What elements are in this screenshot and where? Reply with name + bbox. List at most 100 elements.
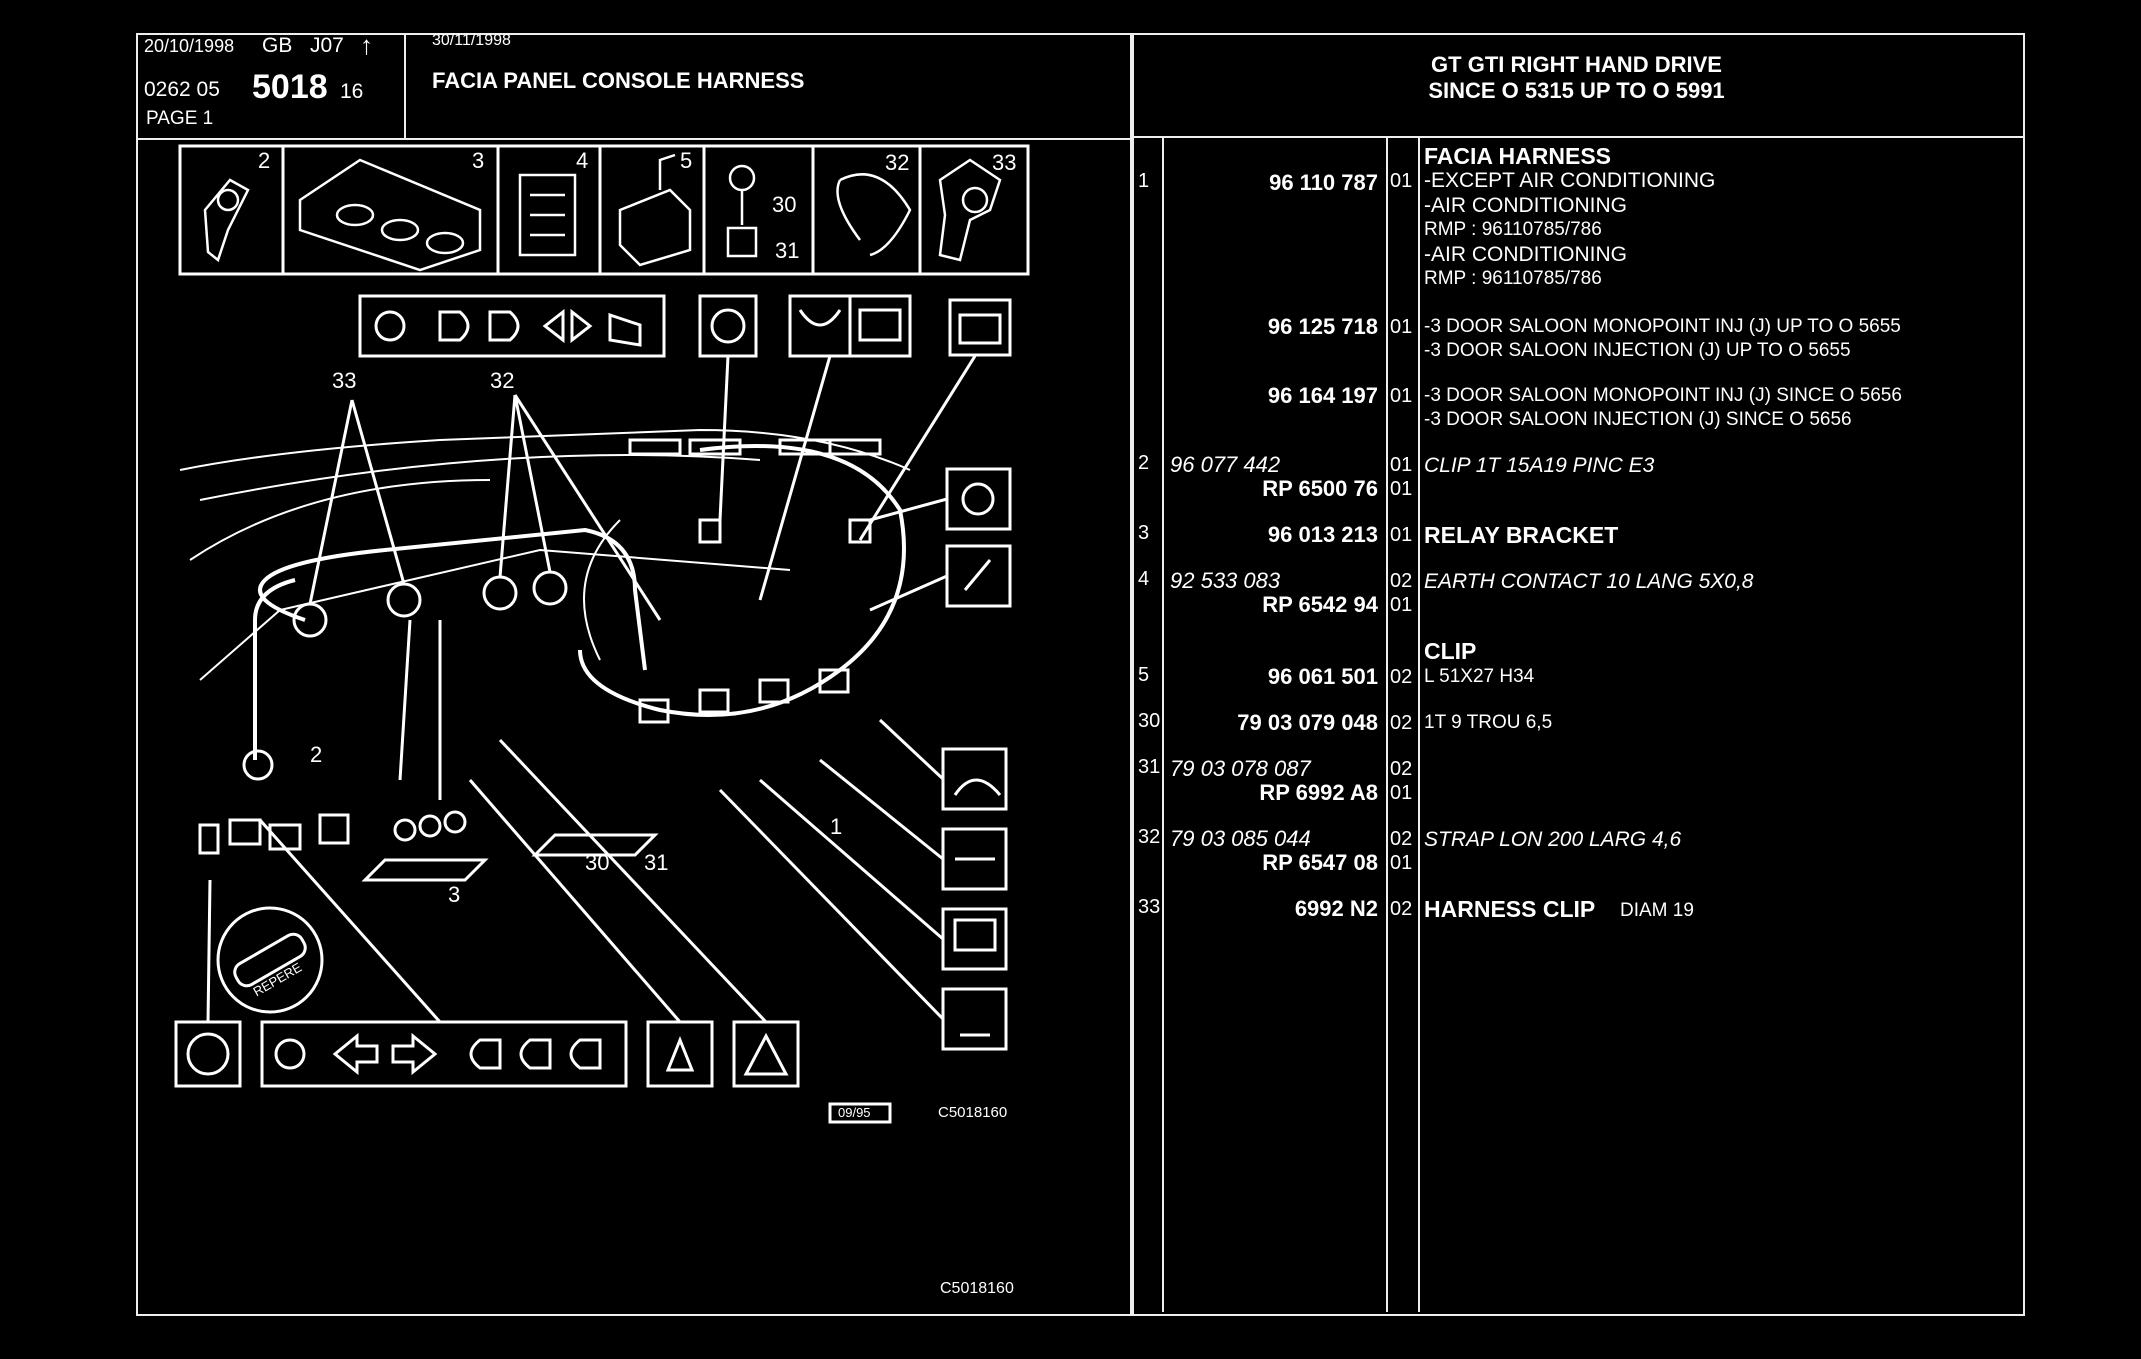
lighting-icons-frame <box>358 294 666 358</box>
part-label-31: 31 <box>775 238 799 263</box>
header-ref-main: 5018 <box>252 68 328 106</box>
up-arrow-icon: ↑ <box>360 30 373 60</box>
right-panel-frame <box>1130 33 2025 1316</box>
repere-badge <box>216 906 324 1014</box>
wiper-icon <box>798 309 842 327</box>
pn-32: 79 03 085 044 <box>1170 826 1311 851</box>
header-code: J07 <box>310 34 344 57</box>
ref-1: 1 <box>1138 170 1150 192</box>
qty-2-rp: 01 <box>1390 478 1413 500</box>
strap-icon <box>836 173 912 257</box>
header-lang: GB <box>262 34 293 57</box>
part-label-5: 5 <box>680 148 692 173</box>
ref-5: 5 <box>1138 664 1150 686</box>
clip-part-icon <box>203 178 250 263</box>
desc-1-line: RMP : 96110785/786 <box>1424 268 1602 289</box>
pn-1: 96 110 787 <box>1269 170 1378 195</box>
qty-32-rp: 01 <box>1390 852 1413 874</box>
earth-contact-icon <box>518 173 577 257</box>
diagram-label-31: 31 <box>644 850 668 875</box>
ref-31: 31 <box>1138 756 1161 778</box>
desc-1c-line: -3 DOOR SALOON MONOPOINT INJ (J) SINCE O… <box>1424 385 1902 406</box>
part-label-32: 32 <box>885 150 909 175</box>
horn-icon <box>608 312 642 347</box>
headlight-icon <box>438 310 470 342</box>
desc-33-diam: DIAM 19 <box>1620 900 1694 921</box>
sidelight-icon <box>469 1038 502 1070</box>
pn-3: 96 013 213 <box>1267 522 1378 547</box>
desc-1-line: -AIR CONDITIONING <box>1424 243 1627 266</box>
header-page: PAGE 1 <box>146 108 214 129</box>
fog-lamp-icon-frame <box>698 294 758 358</box>
qty-1: 01 <box>1390 170 1413 192</box>
header-divider-left <box>136 138 1132 140</box>
header-date1: 20/10/1998 <box>144 36 235 56</box>
hazard-triangle-icon <box>743 1032 789 1076</box>
desc-2: CLIP 1T 15A19 PINC E3 <box>1424 454 1655 477</box>
col-line-2 <box>1386 136 1388 1312</box>
header-ref-suffix: 16 <box>340 80 364 103</box>
rear-defrost-icon-frame <box>948 298 1012 357</box>
desc-5: L 51X27 H34 <box>1424 666 1535 687</box>
ref-32: 32 <box>1138 826 1161 848</box>
desc-1-line: -EXCEPT AIR CONDITIONING <box>1424 169 1716 192</box>
desc-1-line: RMP : 96110785/786 <box>1424 219 1602 240</box>
desc-clip-heading: CLIP <box>1424 638 1477 664</box>
qty-3: 01 <box>1390 524 1413 546</box>
part-label-30: 30 <box>772 192 796 217</box>
steering-wheel-icon <box>186 1032 230 1076</box>
col-line-1 <box>1162 136 1164 1312</box>
hazard-icon-frame <box>732 1020 800 1088</box>
pn-4-rp: RP 6542 94 <box>1262 592 1378 617</box>
model-line1: GT GTI RIGHT HAND DRIVE <box>1431 52 1722 77</box>
desc-1-line: -AIR CONDITIONING <box>1424 194 1627 217</box>
desc-4: EARTH CONTACT 10 LANG 5X0,8 <box>1424 570 1754 593</box>
desc-33: HARNESS CLIP <box>1424 896 1596 922</box>
bell-icon-frame <box>646 1020 714 1088</box>
diagram-label-33: 33 <box>332 368 356 393</box>
pn-30: 79 03 079 048 <box>1237 710 1378 735</box>
model-line2: SINCE O 5315 UP TO O 5991 <box>1428 78 1725 103</box>
diagram-label-32: 32 <box>490 368 514 393</box>
header-vdivider <box>404 33 406 139</box>
desc-1-title: FACIA HARNESS <box>1424 143 1611 169</box>
steering-icon-frame <box>174 1020 242 1088</box>
relay-bracket-icon <box>298 158 482 272</box>
right-indicator-icon <box>570 308 593 344</box>
left-panel-frame <box>136 33 1134 1316</box>
pn-31: 79 03 078 087 <box>1170 756 1311 781</box>
desc-1c-line: -3 DOOR SALOON INJECTION (J) SINCE O 565… <box>1424 409 1852 430</box>
part-label-3: 3 <box>472 148 484 173</box>
bell-icon <box>665 1035 695 1072</box>
indicator-icons-frame <box>260 1020 628 1088</box>
ref-33: 33 <box>1138 896 1161 918</box>
ref-30: 30 <box>1138 710 1161 732</box>
qty-4: 02 <box>1390 570 1413 592</box>
footer-code-2: C5018160 <box>938 1104 1008 1121</box>
desc-32: STRAP LON 200 LARG 4,6 <box>1424 828 1682 851</box>
pn-1c: 96 164 197 <box>1267 383 1378 408</box>
bulb-icon <box>274 1038 306 1070</box>
pn-1b: 96 125 718 <box>1267 314 1378 339</box>
desc-1b-line: -3 DOOR SALOON MONOPOINT INJ (J) UP TO O… <box>1424 316 1901 337</box>
left-arrow-icon <box>332 1032 379 1076</box>
qty-31: 02 <box>1390 758 1413 780</box>
col-line-3 <box>1418 136 1420 1312</box>
header-date2: 30/11/1998 <box>432 32 511 49</box>
harness-clip-icon <box>938 158 1002 262</box>
desc-30: 1T 9 TROU 6,5 <box>1424 712 1553 733</box>
pn-4: 92 533 083 <box>1170 568 1281 593</box>
ref-3: 3 <box>1138 522 1150 544</box>
diagram-label-2: 2 <box>310 742 322 767</box>
footer-code-1: 09/95 <box>838 1105 871 1120</box>
qty-2: 01 <box>1390 454 1413 476</box>
clip-30-31-icon <box>726 164 758 258</box>
part-label-33: 33 <box>992 150 1016 175</box>
pn-2-rp: RP 6500 76 <box>1262 476 1378 501</box>
diagram-label-3: 3 <box>448 882 460 907</box>
defrost-icon <box>958 313 1002 345</box>
diagram-label-30: 30 <box>585 850 609 875</box>
fog-lamp-icon <box>710 308 746 344</box>
